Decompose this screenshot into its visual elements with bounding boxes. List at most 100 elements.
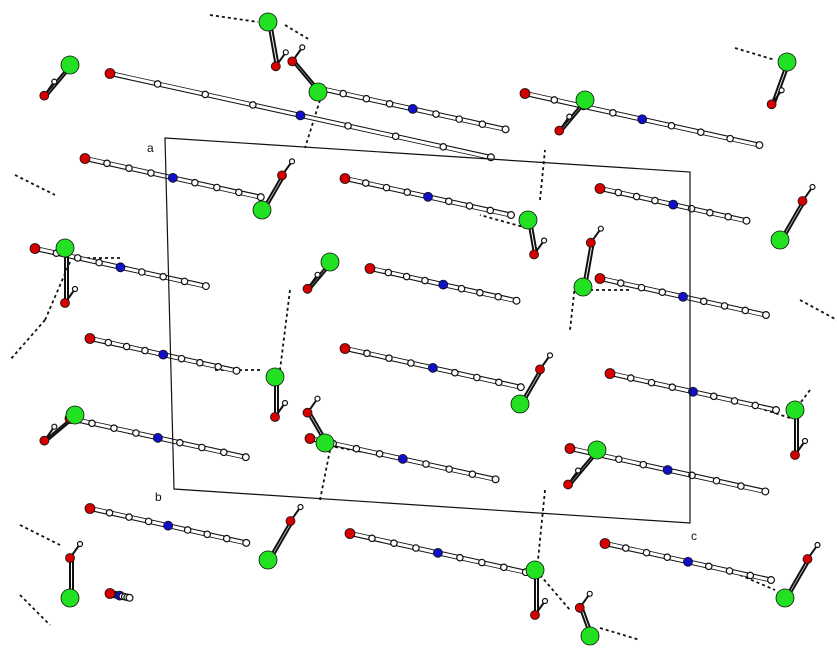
hydrogen-bond <box>539 574 571 611</box>
nitrogen-atom <box>295 110 306 121</box>
carbon-atom <box>403 188 412 196</box>
hydrogen-bond <box>799 299 837 321</box>
calcium-atom <box>60 588 80 608</box>
hydrogen-atom <box>288 158 296 165</box>
calcium-atom <box>580 626 600 646</box>
carbon-atom <box>203 530 211 539</box>
hydrogen-atom <box>299 44 306 51</box>
carbon-atom <box>651 196 659 205</box>
carbon-atom <box>407 359 415 367</box>
carbon-atom <box>494 292 502 301</box>
oxygen-atom <box>29 243 41 254</box>
carbon-atom <box>455 115 463 123</box>
oxygen-atom <box>554 125 565 136</box>
calcium-atom <box>252 200 272 220</box>
carbon-atom <box>384 268 393 277</box>
hydrogen-atom <box>71 285 79 293</box>
oxygen-atom <box>339 343 351 354</box>
carbon-atom <box>550 96 559 104</box>
hydrogen-atom <box>597 225 604 232</box>
carbon-atom <box>726 134 734 143</box>
calcium-atom <box>518 210 538 230</box>
calcium-atom <box>258 550 278 570</box>
oxygen-atom <box>39 90 50 101</box>
carbon-atom <box>232 366 241 375</box>
calcium-atom <box>510 394 530 414</box>
nitrogen-atom <box>158 349 169 360</box>
oxygen-atom <box>530 610 540 620</box>
hydrogen-atom <box>546 352 554 359</box>
calcium-atom <box>785 400 805 420</box>
hydrogen-bond <box>304 99 321 149</box>
carbon-atom <box>421 276 429 285</box>
nitrogen-atom <box>163 520 174 531</box>
carbon-atom <box>153 80 162 88</box>
oxygen-atom <box>285 516 296 526</box>
carbon-atom <box>486 206 495 215</box>
carbon-atom <box>724 212 732 221</box>
carbon-atom <box>444 197 453 206</box>
oxygen-atom <box>304 433 316 444</box>
carbon-atom <box>507 211 516 220</box>
calcium-atom <box>587 440 607 460</box>
hydrogen-bond <box>279 289 291 371</box>
carbon-atom <box>761 487 770 496</box>
carbon-atom <box>478 558 486 567</box>
hydrogen-bond <box>319 449 331 501</box>
hydrogen-atom <box>76 540 84 548</box>
hydrogen-atom <box>540 237 548 244</box>
carbon-atom <box>339 89 347 98</box>
carbon-atom <box>501 125 510 134</box>
nitrogen-atom <box>678 291 688 302</box>
oxygen-atom <box>802 554 813 564</box>
hydrogen-bond <box>284 24 311 41</box>
oxygen-atom <box>797 196 808 206</box>
carbon-atom <box>222 534 231 543</box>
carbon-atom <box>390 539 398 547</box>
hydrogen-atom <box>574 467 582 474</box>
calcium-atom <box>573 277 593 297</box>
unit-cell <box>164 137 691 524</box>
calcium-atom <box>775 588 795 608</box>
calcium-atom <box>575 90 595 110</box>
nitrogen-atom <box>152 432 163 443</box>
oxygen-atom <box>594 183 606 194</box>
carbon-atom <box>742 216 751 225</box>
nitrogen-atom <box>407 104 418 114</box>
carbon-atom <box>352 444 361 453</box>
carbon-atom <box>382 183 391 192</box>
carbon-atom <box>213 183 221 192</box>
carbon-atom <box>385 354 393 362</box>
oxygen-atom <box>574 602 585 613</box>
carbon-atom <box>772 406 781 415</box>
hydrogen-bond <box>44 261 71 321</box>
carbon-atom <box>614 188 623 197</box>
carbon-atom <box>180 277 189 286</box>
carbon-atom <box>196 358 204 367</box>
carbon-atom <box>138 268 146 276</box>
nitrogen-atom <box>683 556 693 567</box>
nitrogen-atom <box>397 454 408 464</box>
carbon-atom <box>144 517 153 526</box>
oxygen-atom <box>79 153 91 164</box>
carbon-atom <box>658 288 667 296</box>
oxygen-atom <box>39 435 50 446</box>
hydrogen-atom <box>586 590 593 597</box>
oxygen-atom <box>302 407 313 418</box>
carbon-atom <box>220 448 228 457</box>
hydrogen-atom <box>814 541 821 549</box>
carbon-atom <box>755 141 764 150</box>
carbon-atom <box>125 164 133 172</box>
hydrogen-atom <box>314 395 321 402</box>
carbon-atom <box>746 571 755 580</box>
hydrogen-bond <box>749 404 791 419</box>
oxygen-atom <box>104 588 116 599</box>
carbon-atom <box>516 383 525 392</box>
carbon-atom <box>201 282 210 291</box>
axis-label-c: c <box>691 529 697 543</box>
nitrogen-atom <box>167 172 178 183</box>
hydrogen-bond <box>734 47 776 61</box>
carbon-atom <box>183 526 192 534</box>
carbon-atom <box>177 354 186 363</box>
hydrogen-bond <box>739 574 776 591</box>
